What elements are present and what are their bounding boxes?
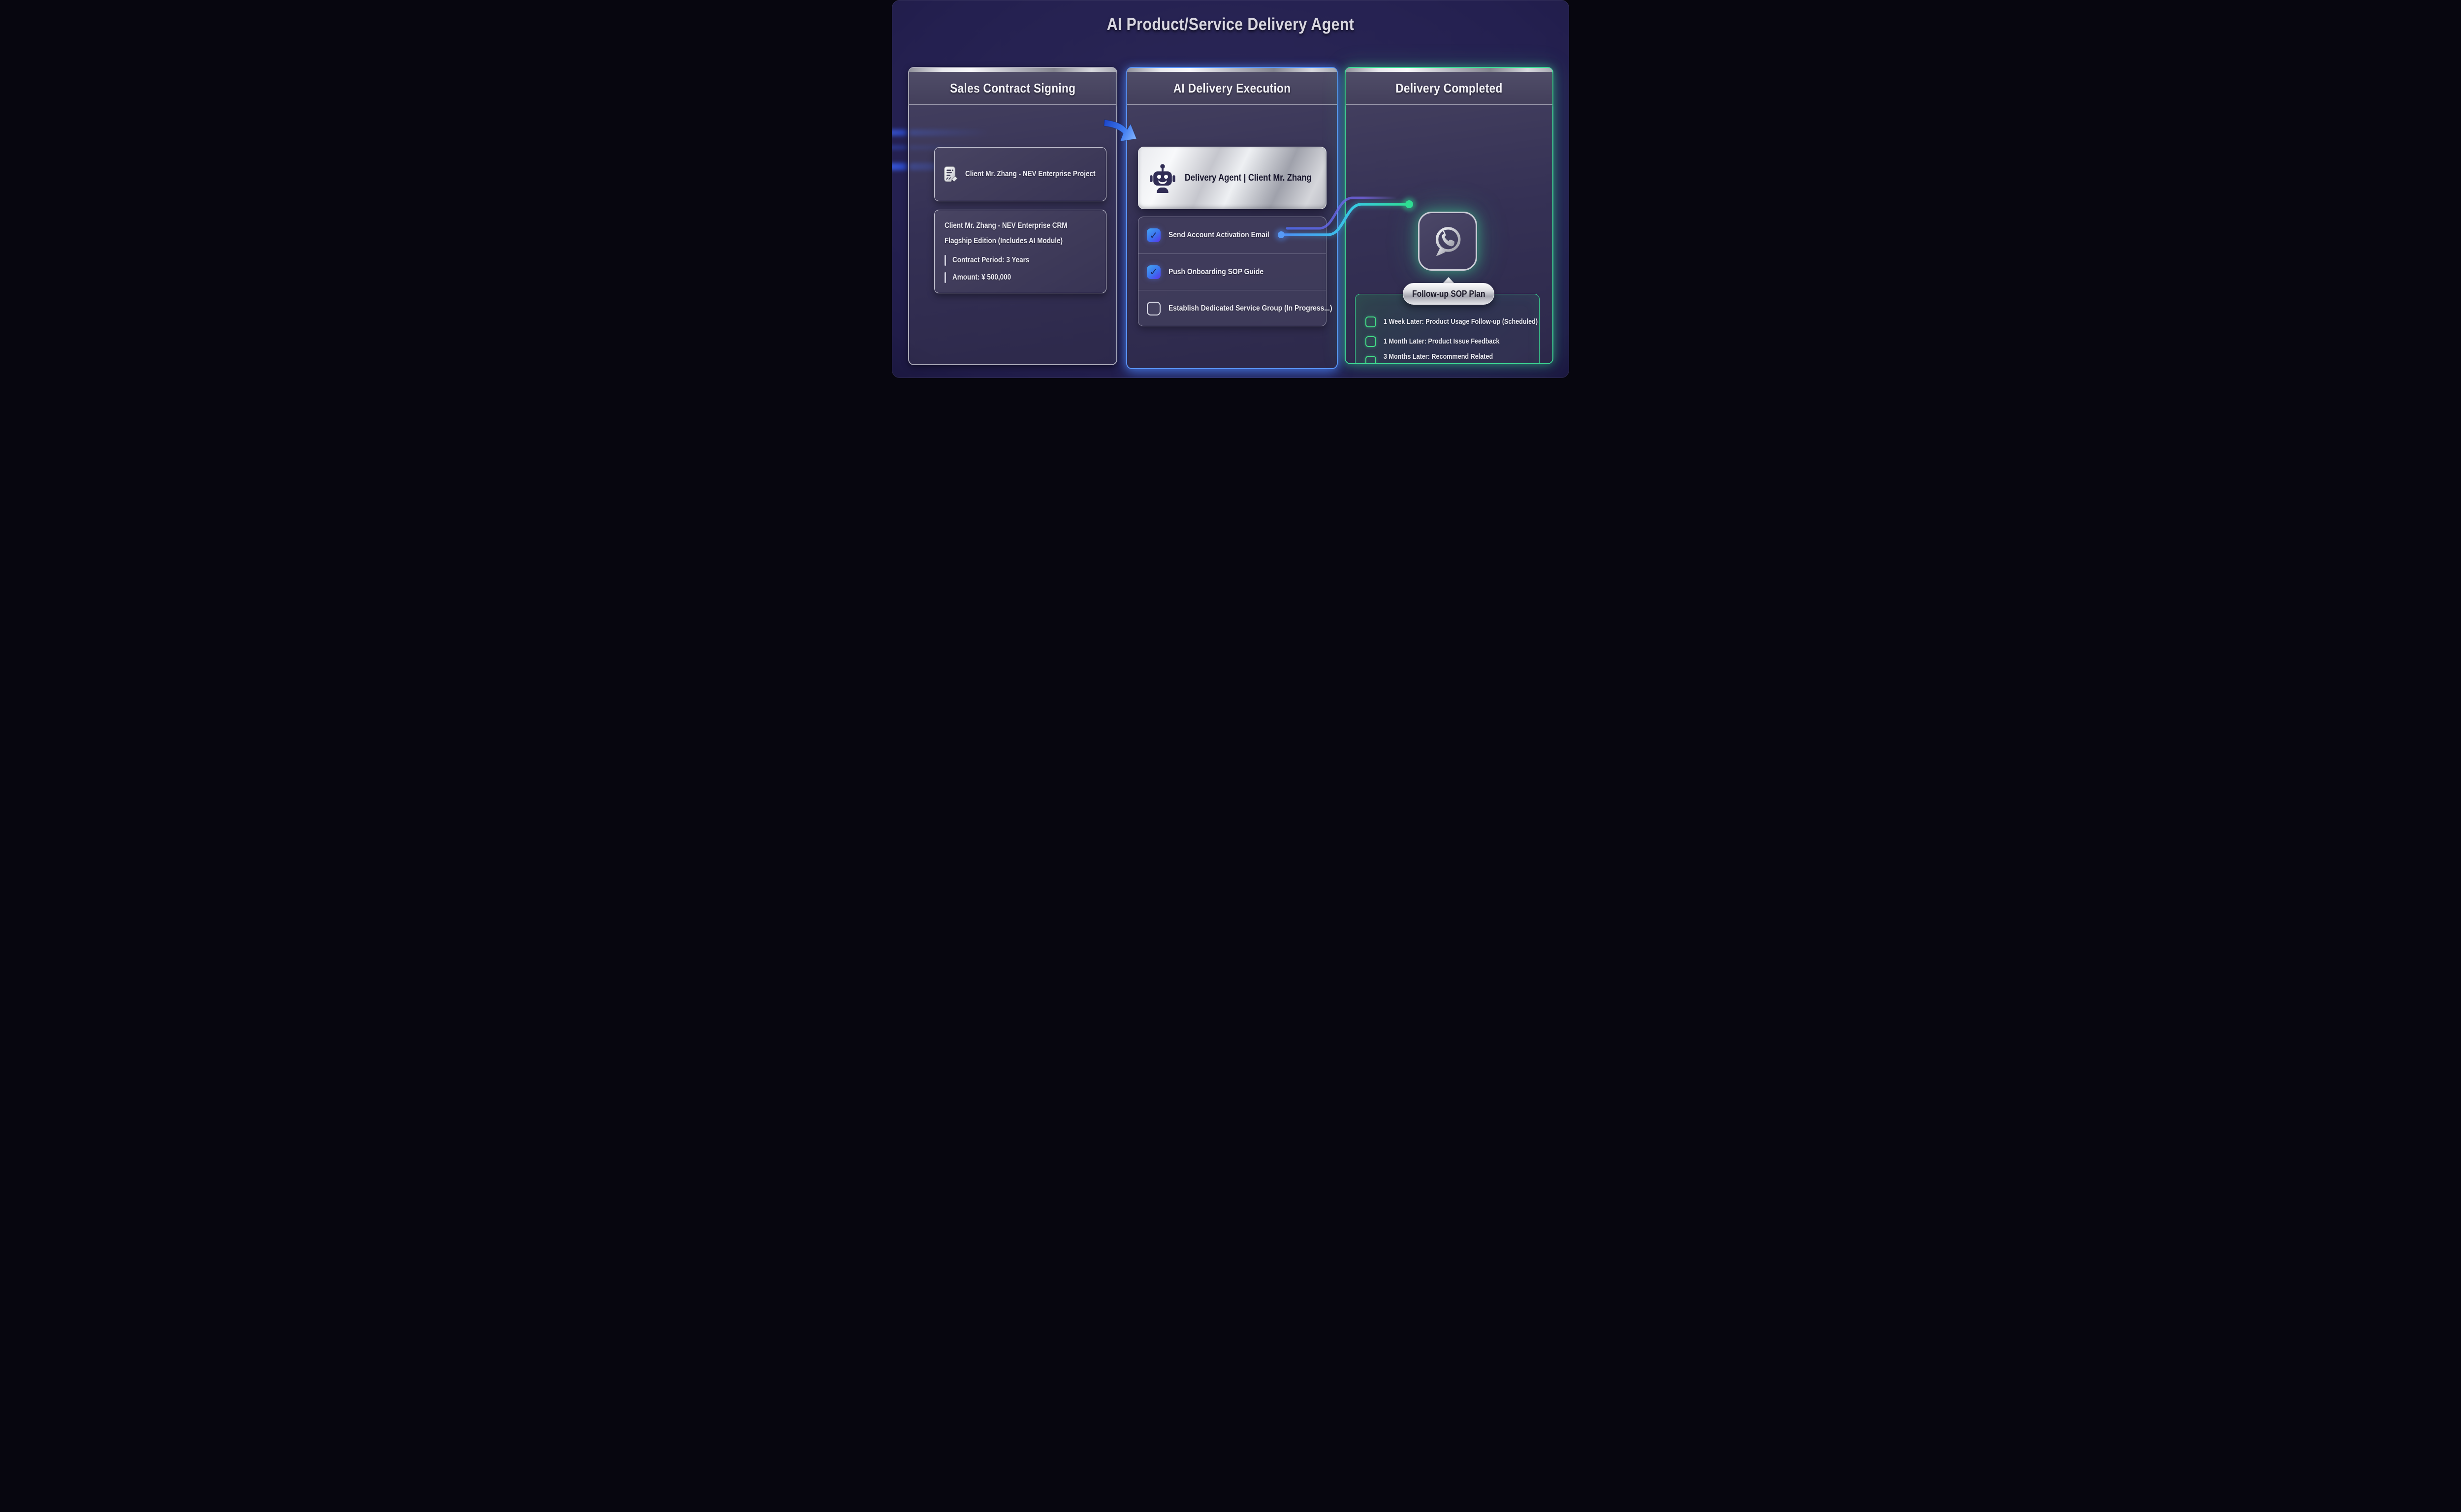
checklist-row: ✓ Send Account Activation Email [1138,217,1326,253]
delivery-agent-card: Delivery Agent | Client Mr. Zhang [1138,147,1326,209]
metallic-top-strip [1127,68,1337,72]
checklist-row: Establish Dedicated Service Group (In Pr… [1138,290,1332,326]
checklist-row: ✓ Push Onboarding SOP Guide [1138,253,1326,290]
column-body-completed: Follow-up SOP Plan 1 Week Later: Product… [1346,105,1552,363]
contract-amount: Amount: ¥ 500,000 [952,273,1011,282]
whatsapp-icon[interactable] [1418,212,1477,271]
checkbox-unchecked-icon[interactable] [1365,356,1376,363]
followup-sop-plan-label: Follow-up SOP Plan [1412,288,1485,299]
page-title: AI Product/Service Delivery Agent [1106,15,1355,34]
checkbox-checked-icon[interactable]: ✓ [1147,228,1161,242]
delivery-checklist-card: ✓ Send Account Activation Email ✓ Push O… [1138,217,1332,326]
followup-row: 1 Week Later: Product Usage Follow-up (S… [1356,312,1539,332]
metallic-top-strip [1346,68,1552,72]
column-title-completed: Delivery Completed [1395,80,1503,95]
contract-amount-row: Amount: ¥ 500,000 [945,272,1096,283]
followup-item-label: 1 Month Later: Product Issue Feedback [1384,338,1500,346]
column-header-execution: AI Delivery Execution [1127,72,1337,105]
checkbox-checked-icon[interactable]: ✓ [1147,265,1161,279]
followup-item-label: 1 Week Later: Product Usage Follow-up (S… [1384,318,1538,326]
robot-icon [1148,163,1177,193]
followup-row: 1 Month Later: Product Issue Feedback [1356,332,1539,351]
checkbox-unchecked-icon[interactable] [1365,316,1376,327]
followup-row: 3 Months Later: Recommend Related Produc… [1356,351,1539,363]
background-streak [909,129,992,136]
column-sales-contract-signing: Sales Contract Signing [908,67,1117,365]
contract-summary: Client Mr. Zhang - NEV Enterprise CRM Fl… [945,221,1068,245]
contract-details-card: Client Mr. Zhang - NEV Enterprise CRM Fl… [934,210,1106,293]
column-header-sales: Sales Contract Signing [909,72,1116,105]
column-title-sales: Sales Contract Signing [949,80,1076,95]
followup-item-label: 3 Months Later: Recommend Related Produc… [1384,353,1493,361]
contract-period-row: Contract Period: 3 Years [945,255,1096,266]
column-title-execution: AI Delivery Execution [1173,80,1291,95]
column-delivery-completed: Delivery Completed Follow-up SOP Plan [1345,67,1553,364]
project-card: Client Mr. Zhang - NEV Enterprise Projec… [934,147,1106,201]
checklist-item-label: Send Account Activation Email [1168,231,1269,239]
column-header-completed: Delivery Completed [1346,72,1552,105]
column-body-sales: Client Mr. Zhang - NEV Enterprise Projec… [909,105,1116,364]
divider-bar [945,255,946,266]
checklist-item-label: Push Onboarding SOP Guide [1168,267,1264,276]
column-ai-delivery-execution: AI Delivery Execution [1126,67,1338,369]
followup-sop-plan-pill: Follow-up SOP Plan [1403,283,1494,305]
contract-document-icon [943,166,958,183]
column-body-execution: Delivery Agent | Client Mr. Zhang ✓ Send… [1127,105,1337,368]
divider-bar [945,272,946,283]
contract-period: Contract Period: 3 Years [952,256,1030,264]
checkbox-unchecked-icon[interactable] [1147,301,1161,315]
infographic-canvas: AI Product/Service Delivery Agent Sales … [892,0,1569,378]
delivery-agent-label: Delivery Agent | Client Mr. Zhang [1185,172,1312,183]
metallic-top-strip [909,68,1116,72]
checklist-item-label: Establish Dedicated Service Group (In Pr… [1168,304,1332,313]
project-card-label: Client Mr. Zhang - NEV Enterprise Projec… [965,170,1096,178]
checkbox-unchecked-icon[interactable] [1365,336,1376,347]
